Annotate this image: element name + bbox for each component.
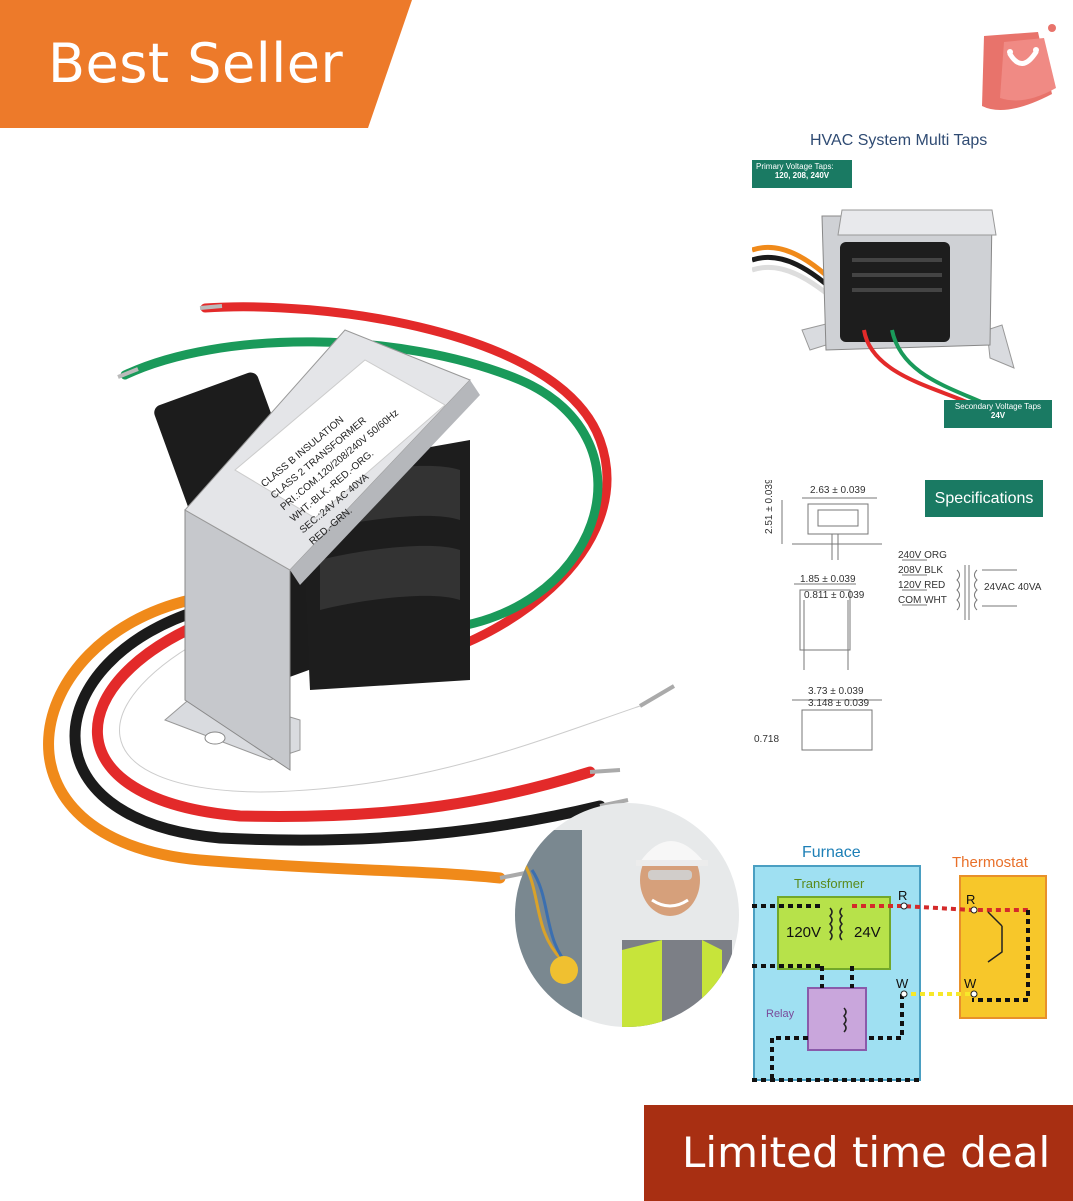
specs-title: Specifications <box>925 480 1043 517</box>
wiring-diagram: Furnace Transformer Thermostat Relay 120… <box>752 842 1072 1087</box>
primary-voltage-label: 120V <box>786 924 822 941</box>
secondary-taps-box: Secondary Voltage Taps 24V <box>944 400 1052 428</box>
terminal-r-thermostat: R <box>966 892 976 907</box>
dim-bottom1: 3.73 ± 0.039 <box>808 686 864 697</box>
terminal-w-thermostat: W <box>964 976 977 991</box>
transformer-label: Transformer <box>794 876 865 891</box>
specs-panel: Specifications 2.63 ± <box>752 480 1072 780</box>
primary-taps-value: 120, 208, 240V <box>774 171 830 180</box>
furnace-label: Furnace <box>802 844 861 861</box>
multitaps-title: HVAC System Multi Taps <box>810 132 988 149</box>
dim-bottom2: 3.148 ± 0.039 <box>808 698 870 709</box>
tap-120: 120V RED <box>898 580 945 591</box>
secondary-taps-value: 24V <box>990 411 1006 420</box>
dim-mid1: 1.85 ± 0.039 <box>800 574 856 585</box>
relay-label: Relay <box>766 1008 795 1020</box>
wiring-drawing <box>752 865 1047 1082</box>
technician-photo <box>515 803 739 1027</box>
secondary-output: 24VAC 40VA <box>984 582 1042 593</box>
limited-deal-banner <box>644 1105 1073 1201</box>
terminal-w-furnace: W <box>896 976 909 991</box>
primary-taps-box: Primary Voltage Taps: 120, 208, 240V <box>752 160 852 188</box>
tap-240: 240V ORG <box>898 550 947 561</box>
thermostat-label: Thermostat <box>952 854 1028 871</box>
tap-com: COM WHT <box>898 595 947 606</box>
secondary-voltage-label: 24V <box>854 924 881 941</box>
dim-side: 2.51 ± 0.039 <box>764 480 775 534</box>
best-seller-banner <box>0 0 412 128</box>
transformer-product-image <box>43 302 676 884</box>
secondary-taps-label: Secondary Voltage Taps <box>954 402 1042 411</box>
limited-deal-label: Limited time deal <box>682 1128 1051 1177</box>
terminal-r-furnace: R <box>898 888 908 903</box>
primary-taps-label: Primary Voltage Taps: <box>756 162 834 171</box>
multitaps-image <box>752 209 1015 414</box>
tap-208: 208V BLK <box>898 565 943 576</box>
multitaps-panel: HVAC System Multi Taps Primary Voltage T… <box>752 130 1072 430</box>
best-seller-label: Best Seller <box>48 32 344 95</box>
shopping-bag-icon <box>982 24 1056 110</box>
dim-top: 2.63 ± 0.039 <box>810 485 866 496</box>
specs-drawing: 2.63 ± 0.039 2.51 ± 0.039 1.85 ± 0.039 0… <box>754 480 1042 751</box>
dim-mid2: 0.811 ± 0.039 <box>804 590 865 601</box>
dim-height: 0.718 <box>754 734 779 745</box>
